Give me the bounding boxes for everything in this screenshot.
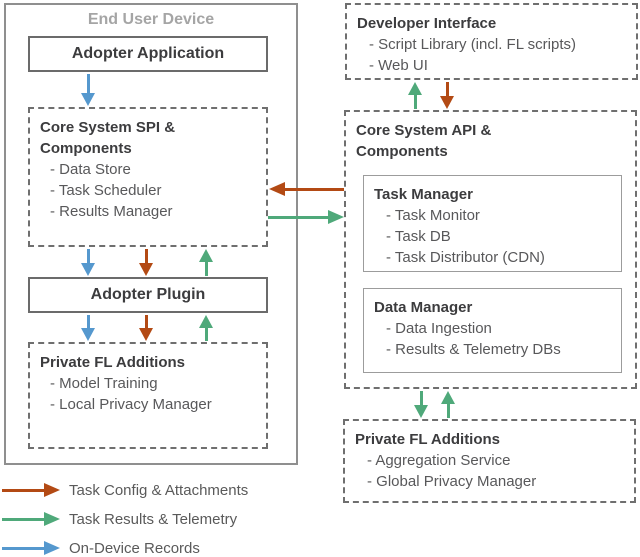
task-results-arrow-api-to-devinterface bbox=[408, 82, 422, 109]
task-config-arrow-spi-to-plugin bbox=[139, 249, 153, 276]
data-manager-title: Data Manager bbox=[374, 299, 473, 316]
task-config-arrow-devinterface-to-api bbox=[440, 82, 454, 109]
private-fl-additions-server-title: Private FL Additions bbox=[355, 431, 501, 448]
adopter-plugin-box: Adopter Plugin bbox=[28, 277, 268, 313]
task-config-arrow-plugin-to-fl bbox=[139, 315, 153, 341]
on-device-records-arrow-plugin-to-fl bbox=[81, 315, 95, 341]
core-system-spi-box: Core System SPI & Components - Data Stor… bbox=[28, 107, 268, 247]
private-fl-additions-device-title: Private FL Additions bbox=[40, 354, 186, 371]
list-item: - Task Scheduler bbox=[50, 182, 162, 199]
legend-item-task-config: Task Config & Attachments bbox=[2, 481, 248, 499]
core-system-spi-title: Core System SPI & Components bbox=[40, 119, 176, 157]
task-manager-box: Task Manager - Task Monitor - Task DB - … bbox=[363, 175, 622, 272]
private-fl-additions-server-box: Private FL Additions - Aggregation Servi… bbox=[343, 419, 636, 503]
core-system-api-title: Core System API & Components bbox=[356, 122, 492, 160]
adopter-application-box: Adopter Application bbox=[28, 36, 268, 72]
list-item: - Aggregation Service bbox=[367, 452, 511, 469]
private-fl-additions-device-box: Private FL Additions - Model Training - … bbox=[28, 342, 268, 449]
legend-item-on-device: On-Device Records bbox=[2, 539, 200, 557]
list-item: - Results & Telemetry DBs bbox=[386, 341, 561, 358]
task-manager-title: Task Manager bbox=[374, 186, 473, 203]
list-item: - Data Ingestion bbox=[386, 320, 492, 337]
task-results-arrow-fl-server-to-api bbox=[441, 391, 455, 418]
list-item: - Task Distributor (CDN) bbox=[386, 249, 545, 266]
legend-label: On-Device Records bbox=[69, 539, 200, 557]
on-device-records-arrow-spi-to-plugin bbox=[81, 249, 95, 276]
adopter-plugin-label: Adopter Plugin bbox=[90, 286, 206, 303]
task-results-arrow-spi-to-api bbox=[268, 210, 344, 224]
list-item: - Model Training bbox=[50, 375, 158, 392]
developer-interface-box: Developer Interface - Script Library (in… bbox=[345, 3, 638, 80]
list-item: - Data Store bbox=[50, 161, 131, 178]
list-item: - Local Privacy Manager bbox=[50, 396, 212, 413]
on-device-records-arrow-icon bbox=[2, 541, 60, 555]
data-manager-box: Data Manager - Data Ingestion - Results … bbox=[363, 288, 622, 373]
end-user-device-title: End User Device bbox=[87, 11, 215, 28]
task-results-arrow-plugin-to-spi bbox=[199, 249, 213, 276]
list-item: - Task Monitor bbox=[386, 207, 480, 224]
task-config-arrow-icon bbox=[2, 483, 60, 497]
list-item: - Global Privacy Manager bbox=[367, 473, 537, 490]
list-item: - Web UI bbox=[369, 57, 428, 74]
on-device-records-arrow-app-to-spi bbox=[81, 74, 95, 106]
task-results-arrow-fl-to-plugin bbox=[199, 315, 213, 341]
adopter-application-label: Adopter Application bbox=[71, 45, 225, 62]
legend-label: Task Config & Attachments bbox=[69, 481, 249, 499]
task-results-arrow-icon bbox=[2, 512, 60, 526]
end-user-device-box: End User Device bbox=[4, 3, 298, 465]
legend-item-task-results: Task Results & Telemetry bbox=[2, 510, 237, 528]
task-results-arrow-api-to-fl-server bbox=[414, 391, 428, 418]
task-config-arrow-api-to-spi bbox=[269, 182, 344, 196]
developer-interface-title: Developer Interface bbox=[357, 15, 497, 32]
list-item: - Results Manager bbox=[50, 203, 173, 220]
list-item: - Task DB bbox=[386, 228, 451, 245]
legend-label: Task Results & Telemetry bbox=[69, 510, 238, 528]
list-item: - Script Library (incl. FL scripts) bbox=[369, 36, 576, 53]
